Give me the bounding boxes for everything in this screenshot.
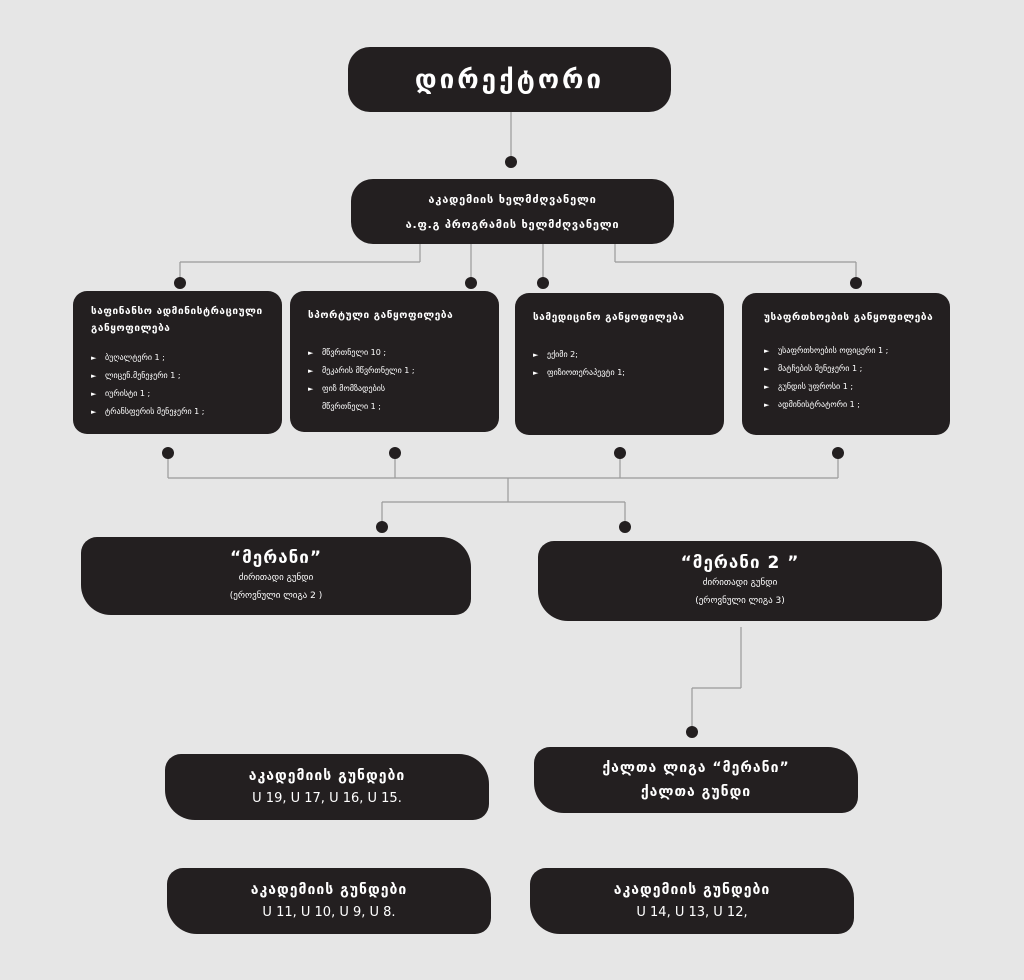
department-finance-admin: საფინანსო ადმინისტრაციული განყოფილება ბუ… bbox=[73, 291, 282, 434]
academy-teams-ages: U 14, U 13, U 12, bbox=[636, 905, 748, 920]
department-item: ფიზ მომზადების მწვრთნელი 1 ; bbox=[308, 380, 422, 416]
team-name: “მერანი” bbox=[229, 548, 323, 568]
department-title: სამედიცინო განყოფილება bbox=[533, 312, 685, 323]
department-title: სპორტული განყოფილება bbox=[308, 310, 454, 321]
department-item: იურისტი 1 ; bbox=[91, 385, 268, 403]
department-item: გუნდის უფროსი 1 ; bbox=[764, 378, 936, 396]
academy-teams-u11-box: აკადემიის გუნდები U 11, U 10, U 9, U 8. bbox=[167, 868, 491, 934]
department-item: ბუღალტერი 1 ; bbox=[91, 349, 268, 367]
academy-teams-title: აკადემიის გუნდები bbox=[613, 882, 771, 898]
department-item: უსაფრთხოების ოფიცერი 1 ; bbox=[764, 342, 936, 360]
women-team-box: ქალთა ლიგა “მერანი” ქალთა გუნდი bbox=[534, 747, 858, 813]
department-item: ადმინისტრატორი 1 ; bbox=[764, 396, 936, 414]
department-medical: სამედიცინო განყოფილება ექიმი 2; ფიზიოთერ… bbox=[515, 293, 724, 435]
academy-teams-title: აკადემიის გუნდები bbox=[248, 768, 406, 784]
department-title: საფინანსო ადმინისტრაციული განყოფილება bbox=[91, 306, 263, 334]
team-name: “მერანი 2 ” bbox=[680, 553, 800, 573]
academy-teams-ages: U 11, U 10, U 9, U 8. bbox=[262, 905, 396, 920]
academy-teams-u14-box: აკადემიის გუნდები U 14, U 13, U 12, bbox=[530, 868, 854, 934]
director-box: დირექტორი bbox=[348, 47, 671, 112]
department-item: ლიცენ.მენეჯერი 1 ; bbox=[91, 367, 268, 385]
academy-teams-u19-box: აკადემიის გუნდები U 19, U 17, U 16, U 15… bbox=[165, 754, 489, 820]
department-item: ექიმი 2; bbox=[533, 346, 710, 364]
women-team-line1: ქალთა ლიგა “მერანი” bbox=[602, 760, 790, 776]
academy-head-line2: ა.ფ.გ პროგრამის ხელმძღვანელი bbox=[405, 217, 620, 231]
team-subtitle: ძირითადი გუნდი bbox=[702, 578, 778, 588]
team-league: (ეროვნული ლიგა 2 ) bbox=[229, 591, 323, 601]
academy-head-box: აკადემიის ხელმძღვანელი ა.ფ.გ პროგრამის ხ… bbox=[351, 179, 674, 244]
department-item: მწვრთნელი 10 ; bbox=[308, 344, 485, 362]
team-merani-box: “მერანი” ძირითადი გუნდი (ეროვნული ლიგა 2… bbox=[81, 537, 471, 615]
department-item: მეკარის მწვრთნელი 1 ; bbox=[308, 362, 485, 380]
department-title: უსაფრთხოების განყოფილება bbox=[764, 312, 934, 323]
academy-teams-title: აკადემიის გუნდები bbox=[250, 882, 408, 898]
department-item: მატჩების მენეჯერი 1 ; bbox=[764, 360, 936, 378]
department-sports: სპორტული განყოფილება მწვრთნელი 10 ; მეკა… bbox=[290, 291, 499, 432]
women-team-line2: ქალთა გუნდი bbox=[640, 784, 752, 800]
academy-teams-ages: U 19, U 17, U 16, U 15. bbox=[252, 791, 402, 806]
department-item: ტრანსფერის მენეჯერი 1 ; bbox=[91, 403, 268, 421]
department-security: უსაფრთხოების განყოფილება უსაფრთხოების ოფ… bbox=[742, 293, 950, 435]
director-title: დირექტორი bbox=[414, 64, 605, 95]
department-item: ფიზიოთერაპევტი 1; bbox=[533, 364, 710, 382]
team-merani-2-box: “მერანი 2 ” ძირითადი გუნდი (ეროვნული ლიგ… bbox=[538, 541, 942, 621]
academy-head-line1: აკადემიის ხელმძღვანელი bbox=[428, 192, 597, 206]
team-league: (ეროვნული ლიგა 3) bbox=[695, 596, 785, 606]
team-subtitle: ძირითადი გუნდი bbox=[238, 573, 314, 583]
